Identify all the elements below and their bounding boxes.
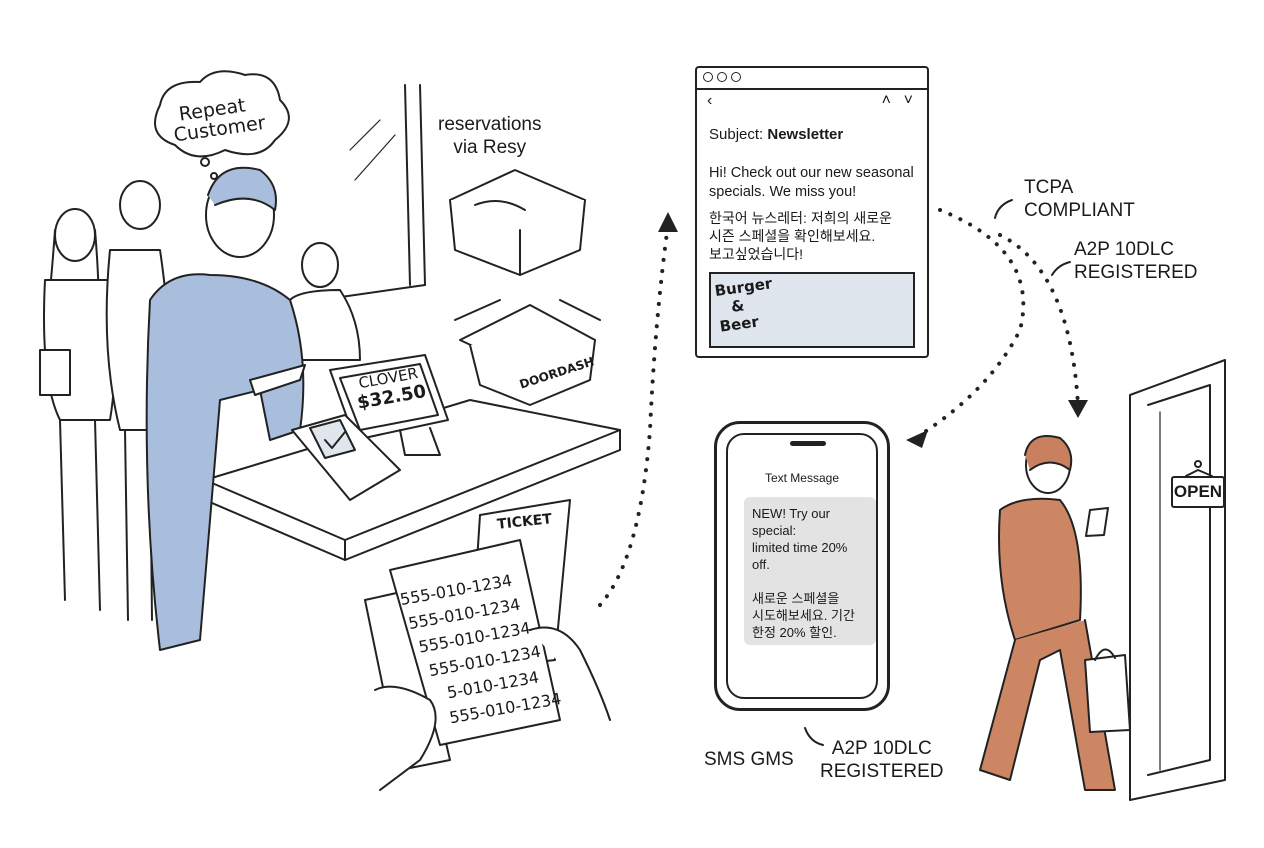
promo-banner[interactable]: Burger & Beer (709, 272, 915, 348)
takeout-box-doordash (454, 299, 601, 406)
email-nav: ‹ ˄ ˅ (707, 92, 917, 110)
open-sign: OPEN (1171, 476, 1225, 508)
flow-email-to-phone (918, 208, 1026, 437)
a2p-registered-label-bottom: A2P 10DLC REGISTERED (820, 737, 944, 783)
phone-notch (790, 441, 826, 446)
email-body-english: Hi! Check out our new seasonal specials.… (709, 165, 914, 200)
reservations-label: reservations via Resy (438, 113, 542, 159)
korean-line: 보고싶었습니다! (709, 246, 804, 262)
banner-text: Burger & Beer (714, 274, 779, 336)
sms-bubble[interactable]: NEW! Try our special: limited time 20% o… (744, 497, 876, 645)
arrowhead-phone (906, 430, 928, 448)
sms-spacer (752, 573, 868, 590)
a2p-line-2: REGISTERED (1074, 262, 1198, 283)
queue-person-1 (39, 208, 116, 611)
hands (374, 626, 611, 791)
email-titlebar (697, 68, 927, 90)
sms-line: NEW! Try our special: (752, 506, 831, 538)
door (1129, 359, 1226, 801)
reservations-line-1: reservations (438, 114, 542, 135)
walking-customer (979, 435, 1131, 791)
sms-line: 한정 20% 할인. (752, 625, 837, 640)
korean-line: 시즌 스페셜을 확인해보세요. (709, 228, 876, 244)
window-dot-icon[interactable] (731, 72, 741, 82)
sms-line: 새로운 스페셜을 (752, 591, 840, 606)
subject-label: Subject: (709, 126, 764, 143)
email-body-korean: 한국어 뉴스레터: 저희의 새로운 시즌 스페셜을 확인해보세요. 보고싶었습니… (709, 209, 923, 263)
sms-line: 시도해보세요. 기간 (752, 608, 855, 623)
subject-value: Newsletter (767, 126, 844, 143)
chevron-down-icon[interactable]: ˅ (903, 92, 913, 109)
pos-terminal (291, 354, 449, 501)
korean-line: 한국어 뉴스레터: 저희의 새로운 (709, 210, 892, 226)
messages-header: Text Message (764, 471, 840, 485)
smartphone: Text Message NEW! Try our special: limit… (714, 421, 890, 711)
tcpa-line-2: COMPLIANT (1024, 200, 1135, 221)
sms-line: limited time 20% off. (752, 540, 848, 572)
email-window: ‹ ˄ ˅ Subject: Newsletter Hi! Check out … (695, 66, 929, 358)
tcpa-compliant-label: TCPA COMPLIANT (1024, 176, 1135, 222)
a2p-line-2: REGISTERED (820, 761, 944, 782)
sms-gms-label: SMS GMS (704, 749, 794, 770)
window-dot-icon[interactable] (703, 72, 713, 82)
reservations-line-2: via Resy (453, 137, 527, 158)
email-subject: Subject: Newsletter (709, 126, 843, 143)
a2p-registered-label-top: A2P 10DLC REGISTERED (1074, 238, 1198, 284)
phone-screen: Text Message NEW! Try our special: limit… (726, 433, 878, 699)
arrowhead-customer (1068, 400, 1088, 418)
window-dot-icon[interactable] (717, 72, 727, 82)
seated-person (289, 242, 361, 361)
tcpa-line-1: TCPA (1024, 177, 1074, 198)
main-customer (145, 166, 306, 651)
arrowhead-up (658, 212, 678, 232)
back-chevron-icon[interactable]: ‹ (707, 92, 713, 109)
phone-number-list: 555-010-1234 555-010-1234 555-010-1234 5… (398, 563, 563, 735)
thought-bubble (154, 70, 290, 180)
chevron-up-icon[interactable]: ˄ (881, 92, 891, 109)
a2p-line-1: A2P 10DLC (831, 738, 932, 759)
takeout-box-resy (449, 169, 586, 276)
a2p-line-1: A2P 10DLC (1074, 239, 1174, 260)
flow-receipts-to-email (598, 223, 670, 607)
